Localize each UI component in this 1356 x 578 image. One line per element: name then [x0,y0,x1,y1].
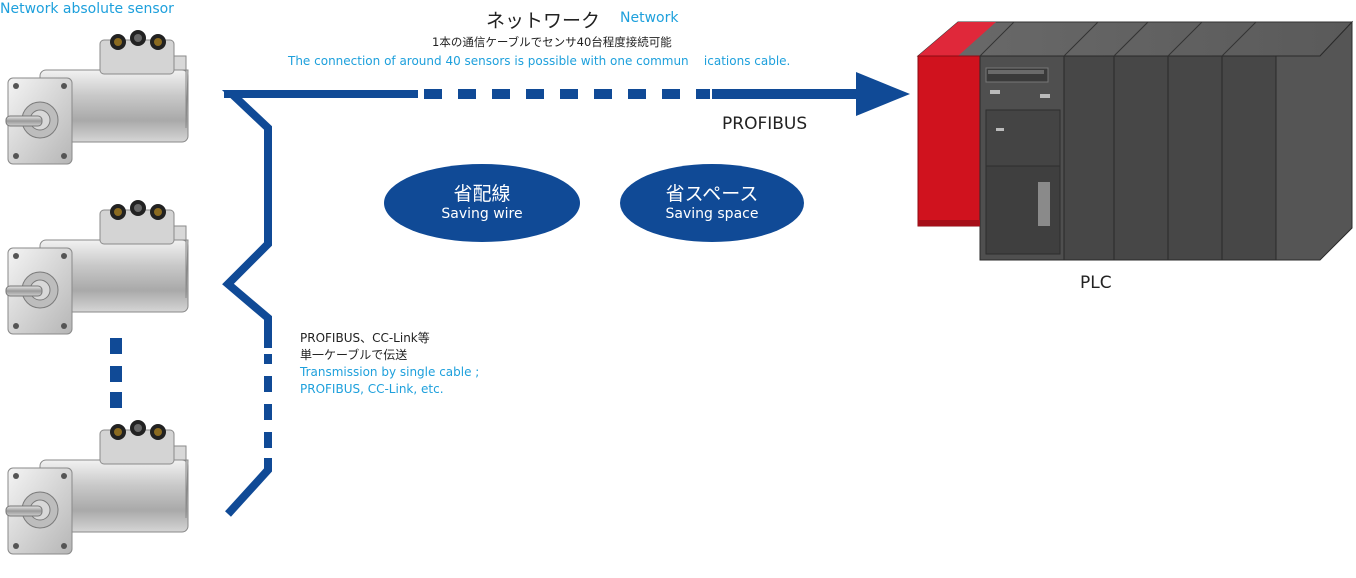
network-cable [221,90,418,517]
network-cable-dashed-vertical [264,354,272,448]
transmission-line4-en: PROFIBUS, CC-Link, etc. [300,382,444,396]
sensor-ellipsis-dots [110,338,122,408]
benefit-saving-wire-jp: 省配線 [453,183,511,205]
sensor-2-image [5,199,189,335]
network-title-jp: ネットワーク [486,10,601,32]
transmission-note: PROFIBUS、CC-Link等 単一ケーブルで伝送 Transmission… [300,330,479,398]
network-title-en: Network [620,10,679,26]
benefit-saving-space-badge: 省スペース Saving space [620,164,804,242]
network-description-en: The connection of around 40 sensors is p… [288,54,791,68]
benefit-saving-wire-en: Saving wire [441,206,523,222]
cable-arrow [712,72,910,116]
transmission-line1-jp: PROFIBUS、CC-Link等 [300,331,430,345]
plc-label: PLC [1080,273,1112,293]
benefit-saving-space-jp: 省スペース [665,183,759,205]
plc-image [916,20,1354,261]
transmission-line2-jp: 単一ケーブルで伝送 [300,348,408,362]
network-description-jp: 1本の通信ケーブルでセンサ40台程度接続可能 [432,35,672,49]
sensor-1-image [5,29,189,165]
sensor-3-image [5,419,189,555]
transmission-line3-en: Transmission by single cable ; [300,365,480,379]
benefit-saving-space-en: Saving space [665,206,759,222]
benefit-saving-wire-badge: 省配線 Saving wire [384,164,580,242]
network-cable-dashed-horizontal [424,89,710,99]
sensor-title: Network absolute sensor [0,1,174,17]
profibus-label: PROFIBUS [722,114,808,134]
